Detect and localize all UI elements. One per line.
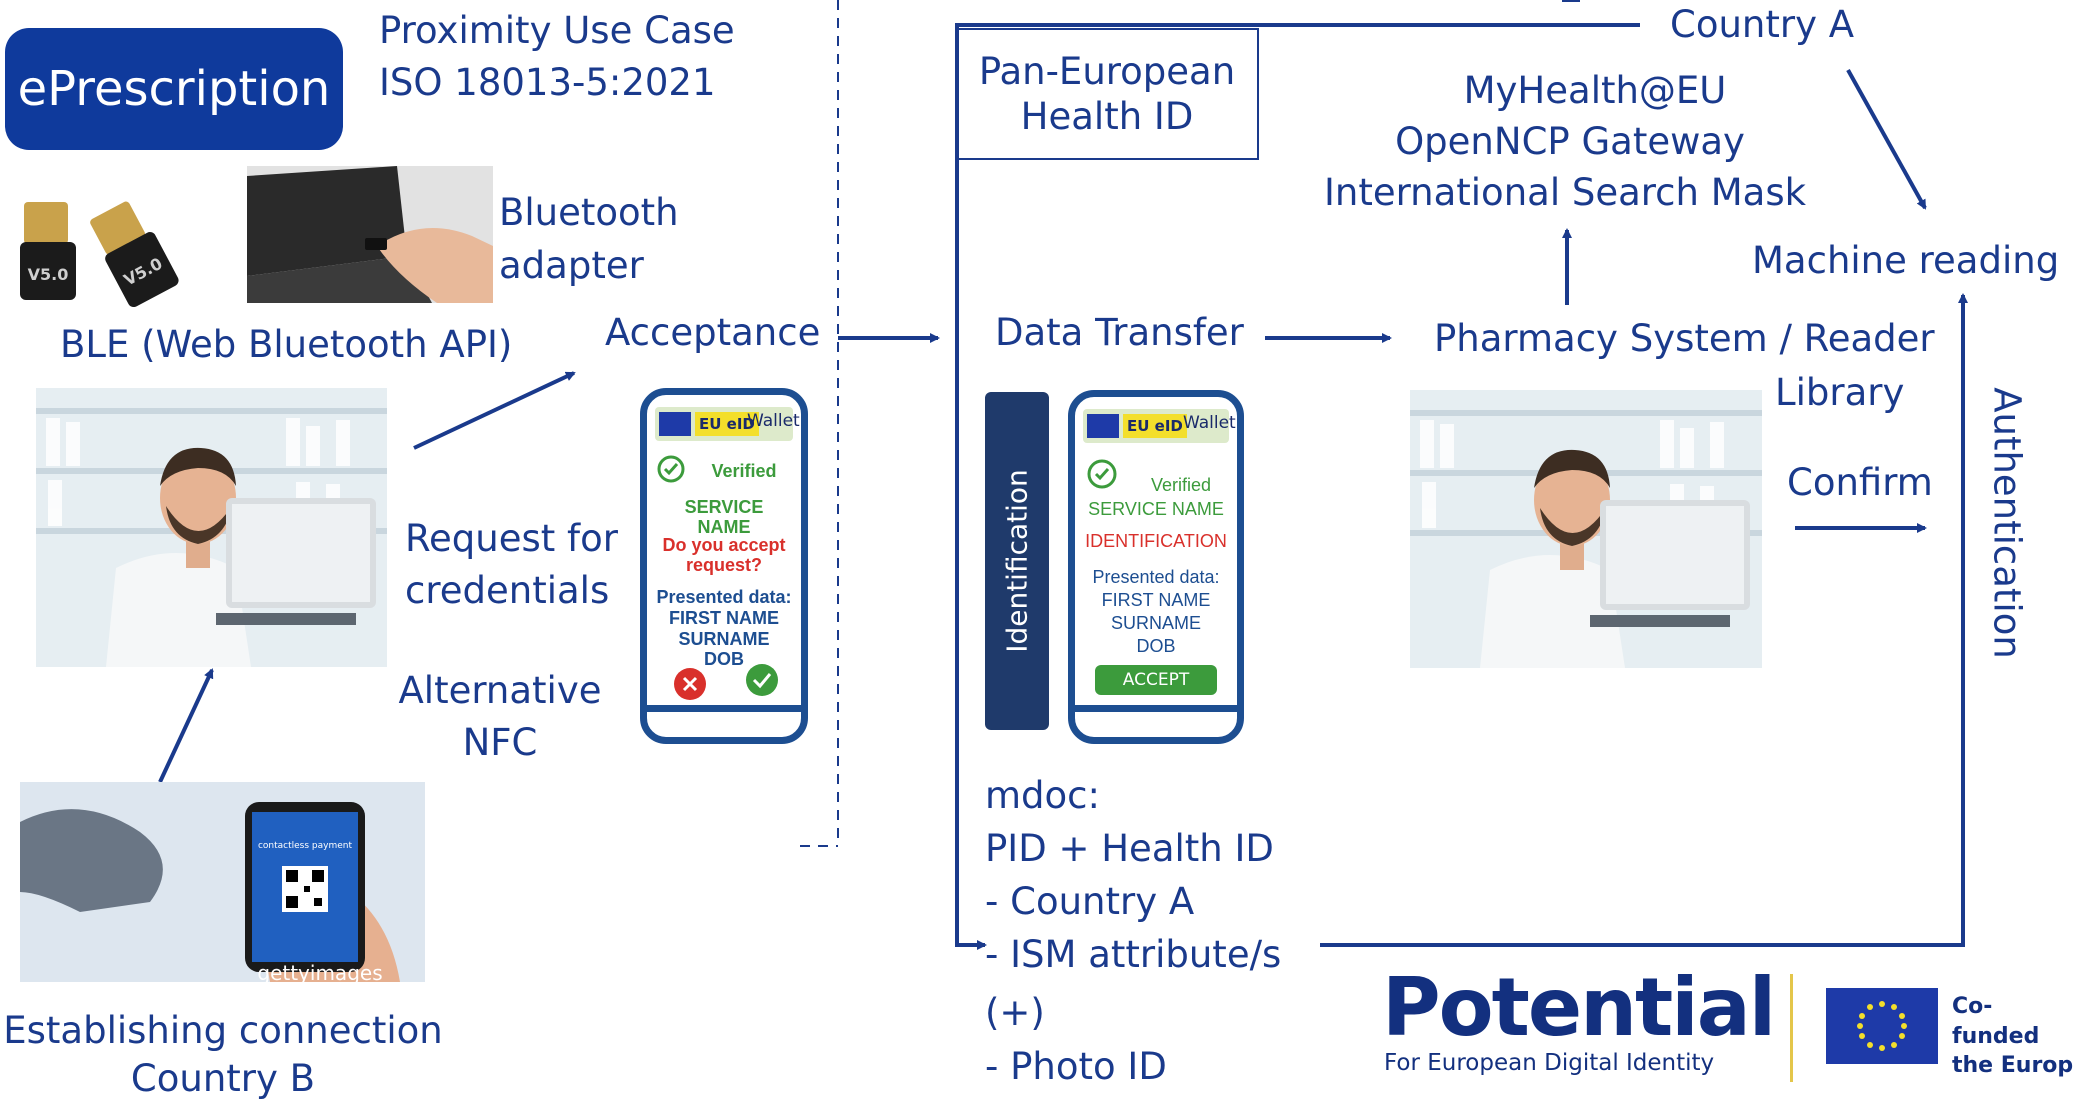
establishing-line1: Establishing connection [3, 1009, 443, 1052]
phone-bottom-bar [640, 705, 808, 712]
cofunded-line2: the Europ [1952, 1053, 2074, 1079]
use-case-line2: ISO 18013-5:2021 [379, 61, 716, 104]
identification-label: Identification [1000, 469, 1034, 653]
cofunded-text: Co-funded the Europ [1952, 992, 2075, 1081]
confirm-label: Confirm [1787, 461, 1933, 504]
request-line2: credentials [405, 569, 610, 612]
logo-divider [1790, 974, 1793, 1082]
arrow-country-to-machine [1846, 69, 1927, 210]
identification-bar: Identification [985, 392, 1049, 730]
pharmacist-photo-right [1410, 390, 1762, 668]
presented-label: Presented data: [656, 587, 792, 607]
phone-bottom-bar [1068, 705, 1244, 712]
bluetooth-line1: Bluetooth [499, 191, 679, 234]
request-line1: Request for [405, 517, 618, 560]
wallet-tag: EU eID [1123, 414, 1187, 438]
wallet-phone-center: EU eID Wallet Verified SERVICE NAME IDEN… [1068, 390, 1244, 744]
identification-text: IDENTIFICATION [1085, 531, 1227, 551]
accept-button[interactable]: ACCEPT [1095, 665, 1217, 695]
gateway-line1: MyHealth@EU [1463, 69, 1727, 112]
usb-adapters-image: V5.0 V5.0 [14, 182, 194, 307]
scan-screen-text: contactless payment [258, 841, 353, 851]
country-a-label: Country A [1670, 3, 1855, 46]
wallet-phone-left: EU eID Wallet Verified SERVICE NAME Do y… [640, 388, 808, 744]
gateway-line3: International Search Mask [1323, 171, 1807, 214]
ism-to-machine-line [1320, 293, 1968, 947]
reject-icon[interactable] [673, 667, 707, 701]
health-id-line1: Pan-European [978, 49, 1236, 93]
verified-check-icon [657, 455, 685, 483]
health-id-line2: Health ID [1020, 95, 1194, 138]
eu-flag-icon [1087, 414, 1119, 438]
top-flow-line [955, 23, 1640, 950]
gateway-line2: OpenNCP Gateway [1395, 120, 1745, 163]
accept-check-icon[interactable] [745, 663, 779, 697]
field-first-name: FIRST NAME [669, 608, 779, 628]
presented-label: Presented data: [1092, 567, 1220, 587]
acceptance-label: Acceptance [605, 311, 821, 354]
wallet-header: EU eID Wallet [1083, 409, 1236, 443]
service-name: SERVICE NAME [1088, 499, 1224, 519]
health-id-box: Pan-European Health ID [957, 28, 1259, 160]
eu-flag-icon [659, 412, 691, 436]
phone-scan-photo: contactless payment gettyimages [20, 782, 425, 982]
arrow-scan-to-photo [158, 668, 214, 783]
establishing-line2: Country B [130, 1057, 316, 1100]
ble-label: BLE (Web Bluetooth API) [60, 323, 513, 366]
wallet-tag: EU eID [695, 412, 759, 436]
field-dob: DOB [704, 649, 744, 669]
wallet-header: EU eID Wallet [655, 407, 800, 441]
mdoc-line-6: - Photo ID [985, 1045, 1167, 1088]
verified-label: Verified [711, 461, 777, 481]
alternative-line1: Alternative [398, 669, 602, 712]
data-transfer-label: Data Transfer [995, 311, 1244, 354]
wallet-label: Wallet [1183, 413, 1236, 433]
wallet-label: Wallet [747, 411, 800, 431]
alternative-line2: NFC [462, 721, 538, 764]
mdoc-line-4: - ISM attribute/s [985, 933, 1282, 976]
field-first-name: FIRST NAME [1101, 590, 1211, 610]
pharmacy-line2: Library [1775, 371, 1905, 414]
pharmacist-photo-left [36, 388, 387, 667]
verified-label: Verified [1150, 475, 1212, 495]
pharmacy-line1: Pharmacy System / Reader [1434, 317, 1935, 360]
service-line2: NAME [697, 517, 751, 537]
usb-label-1: V5.0 [28, 265, 69, 284]
machine-reading-label: Machine reading [1752, 239, 2060, 282]
cofunded-line1: Co-funded [1952, 994, 2040, 1049]
potential-tagline: For European Digital Identity [1384, 1050, 1715, 1076]
field-surname: SURNAME [1110, 613, 1201, 633]
bluetooth-line2: adapter [499, 244, 644, 287]
mdoc-line-5: (+) [985, 991, 1045, 1034]
service-line1: SERVICE [684, 497, 764, 517]
authentication-label: Authentication [1985, 387, 2029, 659]
arrow-to-acceptance [413, 371, 576, 450]
question-line1: Do you accept [662, 535, 786, 555]
question-line2: request? [685, 555, 763, 575]
mdoc-line-1: mdoc: [985, 774, 1100, 817]
use-case-line1: Proximity Use Case [379, 9, 735, 52]
laptop-adapter-image [247, 166, 493, 303]
mdoc-line-2: PID + Health ID [985, 827, 1274, 870]
eu-flag-logo [1826, 988, 1938, 1064]
field-surname: SURNAME [678, 629, 770, 649]
potential-logo: Potential [1382, 961, 1776, 1054]
watermark-text: gettyimages [257, 961, 382, 982]
field-dob: DOB [1136, 636, 1176, 656]
verified-check-icon [1087, 459, 1117, 489]
eprescription-label: ePrescription [17, 61, 331, 117]
eprescription-pill: ePrescription [5, 28, 343, 150]
mdoc-line-3: - Country A [985, 880, 1195, 923]
